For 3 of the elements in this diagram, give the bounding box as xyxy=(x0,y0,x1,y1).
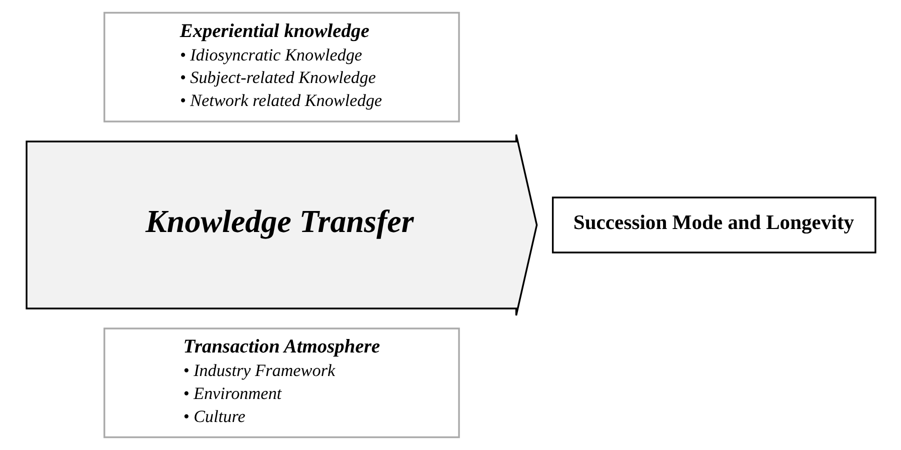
node-box: Succession Mode and Longevity xyxy=(551,196,876,254)
node-box: Experiential knowledge • Idiosyncratic Knowledge • Subject-related Knowledge • Network related Knowledge xyxy=(103,12,460,122)
node-box: Transaction Atmosphere • Industry Framework • Environment • Culture xyxy=(103,328,460,438)
